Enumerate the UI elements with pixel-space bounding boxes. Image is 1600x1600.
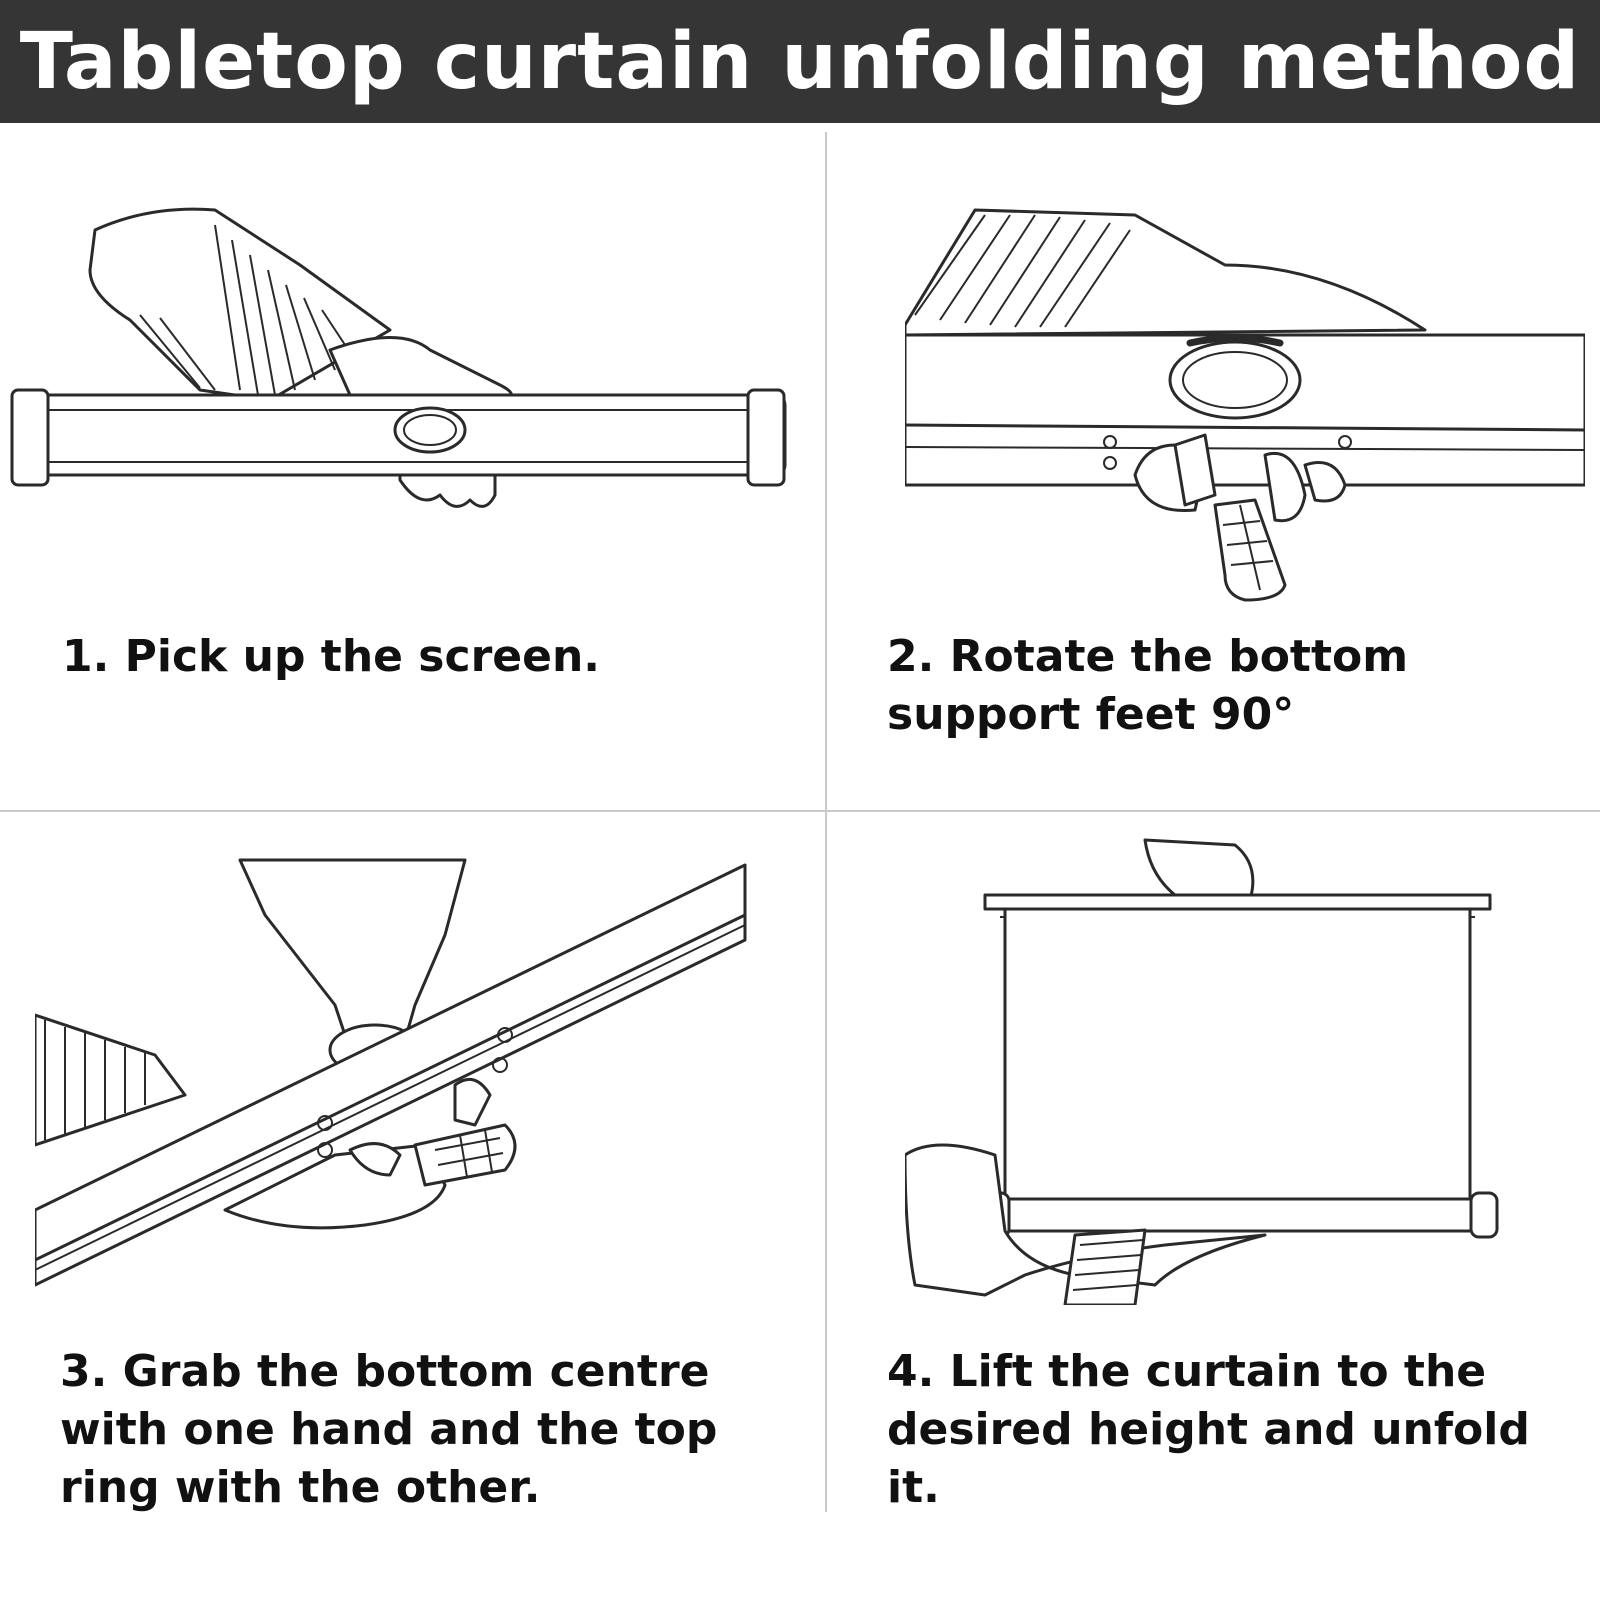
horizontal-divider: [0, 810, 1600, 812]
vertical-divider: [825, 132, 827, 1512]
title-banner: Tabletop curtain unfolding method: [0, 0, 1600, 123]
step-2-caption: 2. Rotate the bottom support feet 90°: [887, 631, 1409, 740]
unfolded-screen-icon: [905, 838, 1499, 1305]
step-1-illustration: [0, 200, 800, 530]
step-4-illustration: [905, 835, 1505, 1305]
page-title: Tabletop curtain unfolding method: [19, 16, 1581, 107]
step-3-caption: 3. Grab the bottom centre with one hand …: [60, 1346, 718, 1513]
step-2-illustration: [905, 205, 1585, 615]
step-1-caption: 1. Pick up the screen.: [62, 631, 600, 682]
hands-holding-ring-and-base-icon: [35, 858, 747, 1287]
hand-rotating-support-feet-icon: [905, 208, 1585, 602]
hand-lifting-rolled-screen-icon: [10, 207, 787, 508]
step-4-caption: 4. Lift the curtain to the desired heigh…: [887, 1346, 1530, 1513]
step-3-illustration: [35, 855, 775, 1320]
